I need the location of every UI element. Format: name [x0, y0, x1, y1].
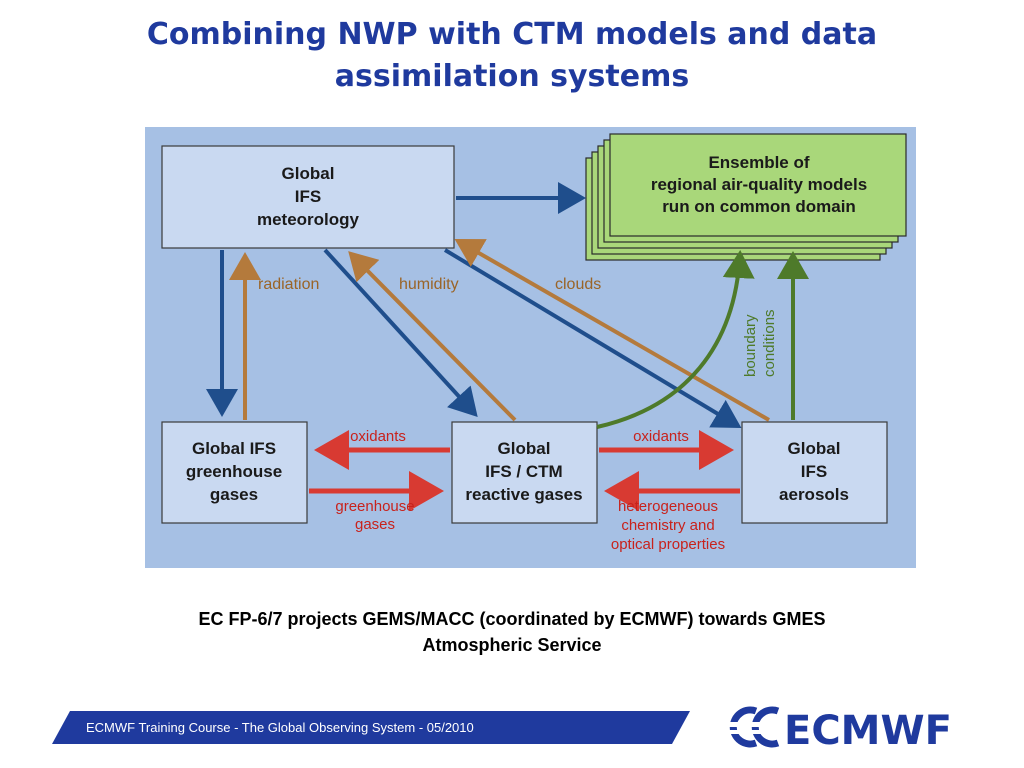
- ecmwf-logo: ECMWF: [726, 706, 952, 754]
- label-heterogeneous-1: heterogeneous: [618, 498, 718, 515]
- label-humidity: humidity: [399, 276, 459, 293]
- label-radiation: radiation: [258, 276, 319, 293]
- reactive-line-3: reactive gases: [465, 485, 582, 504]
- footer-text: ECMWF Training Course - The Global Obser…: [86, 720, 474, 735]
- ensemble-box: Ensemble of regional air-quality models …: [585, 133, 907, 261]
- meteorology-line-1: Global: [282, 164, 335, 183]
- ensemble-line-3: run on common domain: [662, 197, 856, 216]
- aerosols-line-3: aerosols: [779, 485, 849, 504]
- footer-bar: [52, 711, 690, 744]
- greenhouse-line-2: greenhouse: [186, 462, 282, 481]
- aerosols-box: Global IFS aerosols: [741, 421, 888, 524]
- label-boundary-conditions: boundary conditions: [742, 309, 778, 377]
- label-boundary-line-2: conditions: [761, 309, 778, 377]
- reactive-gases-box: Global IFS / CTM reactive gases: [451, 421, 598, 524]
- label-greenhouse-gases-1: greenhouse: [335, 498, 414, 515]
- title-line-2: assimilation systems: [334, 59, 690, 94]
- diagram-canvas: Ensemble of regional air-quality models …: [161, 133, 907, 553]
- slide-title: Combining NWP with CTM models and data a…: [0, 14, 1024, 98]
- caption-line-2: Atmospheric Service: [422, 635, 602, 655]
- slide-caption: EC FP-6/7 projects GEMS/MACC (coordinate…: [60, 606, 964, 658]
- label-greenhouse-gases-2: gases: [355, 516, 395, 533]
- arrow-meteorology-to-aerosols: [443, 248, 742, 429]
- arrow-clouds: [454, 239, 770, 422]
- label-oxidants-right: oxidants: [633, 428, 689, 445]
- greenhouse-line-1: Global IFS: [192, 439, 276, 458]
- ensemble-line-2: regional air-quality models: [651, 175, 867, 194]
- arrow-reactive-to-ensemble: [596, 250, 755, 429]
- label-heterogeneous-2: chemistry and: [621, 517, 714, 534]
- arrow-humidity: [348, 251, 517, 422]
- ecmwf-logo-text: ECMWF: [784, 708, 952, 754]
- aerosols-line-2: IFS: [801, 462, 827, 481]
- label-oxidants-left: oxidants: [350, 428, 406, 445]
- label-clouds: clouds: [555, 276, 601, 293]
- models-diagram: Ensemble of regional air-quality models …: [145, 127, 916, 568]
- label-heterogeneous-3: optical properties: [611, 536, 725, 553]
- aerosols-line-1: Global: [788, 439, 841, 458]
- meteorology-line-3: meteorology: [257, 210, 360, 229]
- title-line-1: Combining NWP with CTM models and data: [146, 17, 878, 52]
- arrow-meteorology-to-reactive: [323, 248, 478, 417]
- reactive-line-1: Global: [498, 439, 551, 458]
- meteorology-line-2: IFS: [295, 187, 321, 206]
- greenhouse-line-3: gases: [210, 485, 258, 504]
- ensemble-line-1: Ensemble of: [708, 153, 809, 172]
- caption-line-1: EC FP-6/7 projects GEMS/MACC (coordinate…: [198, 609, 826, 629]
- meteorology-box: Global IFS meteorology: [161, 145, 455, 249]
- reactive-line-2: IFS / CTM: [485, 462, 562, 481]
- greenhouse-box: Global IFS greenhouse gases: [161, 421, 308, 524]
- label-boundary-line-1: boundary: [742, 314, 759, 377]
